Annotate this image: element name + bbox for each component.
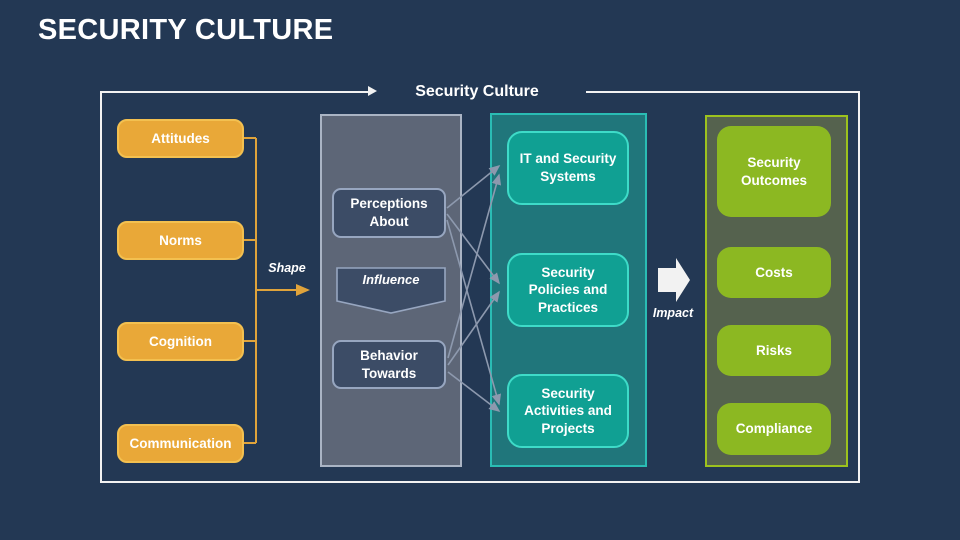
- influence-banner-shape: [336, 267, 446, 314]
- target-security-activities-projects: Security Activities and Projects: [507, 374, 629, 448]
- driver-communication: Communication: [117, 424, 244, 463]
- mediator-influence: Influence: [362, 272, 420, 287]
- outcome-security-outcomes: Security Outcomes: [717, 126, 831, 217]
- driver-norms: Norms: [117, 221, 244, 260]
- heading-arrowhead-icon: [368, 86, 377, 96]
- outcome-costs: Costs: [717, 247, 831, 298]
- target-it-security-systems: IT and Security Systems: [507, 131, 629, 205]
- impact-arrow-icon: [658, 258, 690, 302]
- outcome-risks: Risks: [717, 325, 831, 376]
- page-title: SECURITY CULTURE: [38, 14, 334, 46]
- target-security-policies-practices: Security Policies and Practices: [507, 253, 629, 327]
- driver-cognition: Cognition: [117, 322, 244, 361]
- mediator-perceptions-about: Perceptions About: [332, 188, 446, 238]
- frame-heading: Security Culture: [415, 82, 539, 100]
- outcome-compliance: Compliance: [717, 403, 831, 455]
- mediator-behavior-towards: Behavior Towards: [332, 340, 446, 389]
- driver-attitudes: Attitudes: [117, 119, 244, 158]
- impact-label: Impact: [652, 306, 694, 320]
- shape-label: Shape: [268, 261, 306, 275]
- frame-heading-wrap: Security Culture: [368, 80, 586, 103]
